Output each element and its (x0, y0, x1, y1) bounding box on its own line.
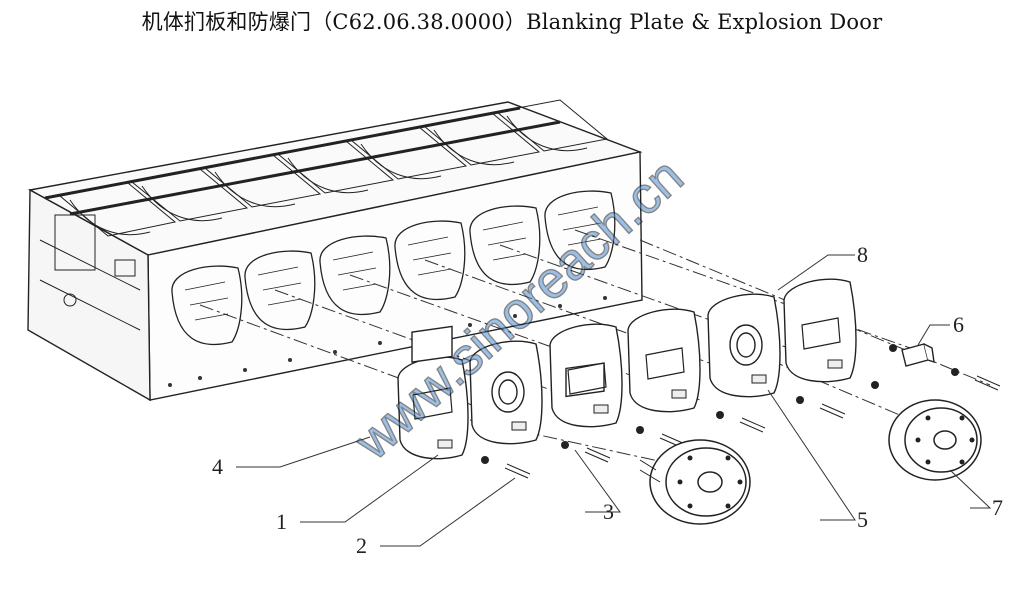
callout-6: 6 (953, 312, 964, 337)
explosion-door-right (888, 399, 982, 481)
explosion-door-left (639, 439, 751, 525)
page-title: 机体扪板和防爆门（C62.06.38.0000）Blanking Plate &… (141, 10, 883, 34)
callout-2: 2 (356, 533, 367, 558)
plate-lugs (437, 359, 843, 449)
callout-3: 3 (603, 499, 614, 524)
callout-8: 8 (857, 242, 868, 267)
callout-4: 4 (212, 454, 223, 479)
callout-7: 7 (992, 495, 1003, 520)
part-6-bracket (901, 343, 935, 367)
callout-labels: 4 1 2 3 5 6 7 8 (212, 242, 1003, 558)
callout-5: 5 (857, 507, 868, 532)
plate-windows (412, 317, 841, 420)
engine-block (27, 99, 643, 402)
leader-lines (236, 254, 992, 547)
cover-plates (397, 278, 857, 460)
callout-1: 1 (276, 509, 287, 534)
